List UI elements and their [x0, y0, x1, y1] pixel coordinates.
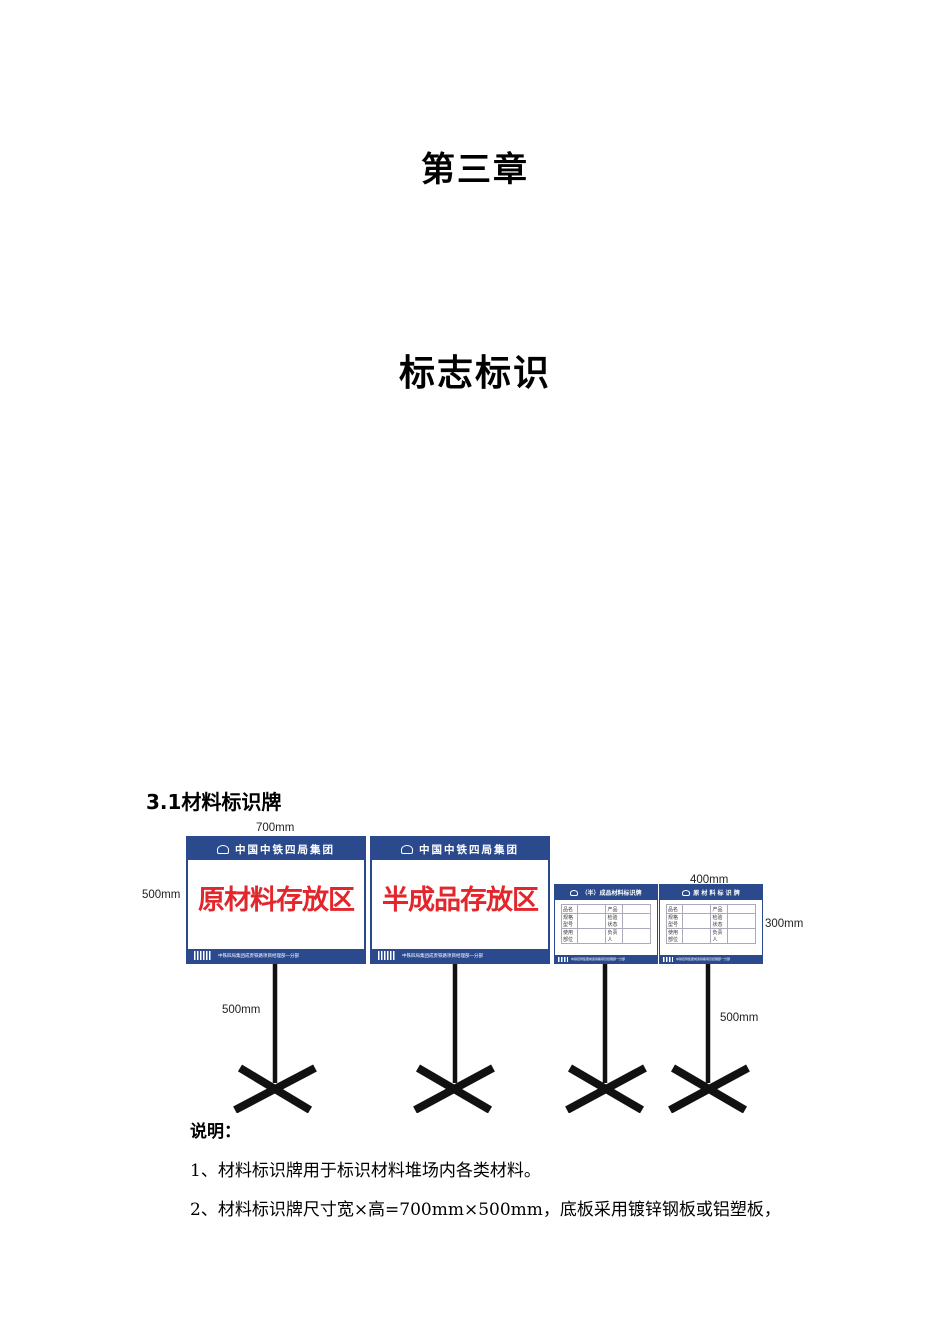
form-value	[682, 904, 712, 914]
form-label: 负责人	[605, 928, 623, 944]
dimension-width-400: 400mm	[690, 874, 729, 886]
form-value	[726, 913, 756, 929]
form-value	[726, 928, 756, 944]
sign-semi-finished-material-card: （半）成品材料标识牌 品名 产品 规格型号 检验状态 使用部位 负责人 中铁四局集团成…	[554, 884, 658, 964]
form-label: 产品	[605, 904, 623, 914]
dimension-pole-500-right: 500mm	[720, 1012, 759, 1024]
dimension-height-300: 300mm	[765, 918, 804, 930]
stripes-icon	[378, 951, 396, 960]
sign-figure: 700mm 500mm 500mm 400mm 300mm 500mm 中国中铁…	[140, 818, 820, 1113]
sign-footer-text: 中铁四局集团成贵铁路项目经理部一分部	[402, 953, 483, 959]
sign-footer: 中铁四局集团成贵铁路项目经理部一分部	[555, 955, 657, 963]
sign-main-text: 原材料存放区	[198, 885, 355, 916]
section-heading: 3.1材料标识牌	[146, 790, 282, 814]
dimension-pole-500-left: 500mm	[222, 1004, 261, 1016]
sign-footer-text: 中铁四局集团成贵铁路项目经理部一分部	[218, 953, 299, 959]
form-label: 产品	[710, 904, 728, 914]
form-label: 品名	[665, 904, 684, 914]
form-label: 负责人	[710, 928, 728, 944]
form-label: 规格型号	[665, 913, 684, 929]
sign-form: 品名 产品 规格型号 检验状态 使用部位 负责人	[660, 900, 762, 944]
dimension-height-500: 500mm	[142, 889, 181, 901]
sign-footer: 中铁四局集团成贵铁路项目经理部一分部	[660, 955, 762, 963]
sign-footer-text: 中铁四局集团成贵铁路项目经理部一分部	[676, 957, 731, 961]
sign-header-text: 原 材 料 标 识 牌	[693, 890, 740, 897]
company-logo-icon	[217, 844, 229, 854]
form-label: 品名	[560, 904, 579, 914]
note-item: 1、材料标识牌用于标识材料堆场内各类材料。	[190, 1161, 541, 1181]
sign-header-text: （半）成品材料标识牌	[581, 890, 642, 897]
sign-header: 中国中铁四局集团	[188, 838, 364, 860]
sign-header: 中国中铁四局集团	[372, 838, 548, 860]
sign-raw-material-area: 中国中铁四局集团 原材料存放区 中铁四局集团成贵铁路项目经理部一分部	[186, 836, 366, 964]
form-label: 使用部位	[560, 928, 579, 944]
sign-footer: 中铁四局集团成贵铁路项目经理部一分部	[188, 949, 364, 962]
form-label: 规格型号	[560, 913, 579, 929]
sign-form: 品名 产品 规格型号 检验状态 使用部位 负责人	[555, 900, 657, 944]
company-logo-icon	[401, 844, 413, 854]
stripes-icon	[558, 956, 568, 962]
form-value	[621, 928, 651, 944]
form-label: 使用部位	[665, 928, 684, 944]
form-value	[577, 913, 607, 929]
form-value	[621, 904, 651, 914]
form-label: 检验状态	[710, 913, 728, 929]
sign-header-text: 中国中铁四局集团	[235, 843, 335, 856]
form-value	[726, 904, 756, 914]
form-value	[577, 904, 607, 914]
form-value	[621, 913, 651, 929]
note-item: 2、材料标识牌尺寸宽×高=700mm×500mm，底板采用镀锌钢板或铝塑板，	[190, 1200, 781, 1220]
sign-raw-material-card: 原 材 料 标 识 牌 品名 产品 规格型号 检验状态 使用部位 负责人 中铁四局集团…	[659, 884, 763, 964]
dimension-width-700: 700mm	[256, 822, 295, 834]
sign-stands	[233, 963, 750, 1113]
page-title: 标志标识	[398, 353, 551, 394]
sign-semi-finished-area: 中国中铁四局集团 半成品存放区 中铁四局集团成贵铁路项目经理部一分部	[370, 836, 550, 964]
sign-header: 原 材 料 标 识 牌	[660, 885, 762, 900]
stripes-icon	[663, 956, 673, 962]
chapter-heading: 第三章	[421, 150, 529, 190]
form-value	[682, 928, 712, 944]
form-value	[682, 913, 712, 929]
sign-main-text: 半成品存放区	[382, 885, 539, 916]
sign-header-text: 中国中铁四局集团	[419, 843, 519, 856]
company-logo-icon	[570, 889, 579, 896]
stripes-icon	[194, 951, 212, 960]
sign-footer: 中铁四局集团成贵铁路项目经理部一分部	[372, 949, 548, 962]
sign-footer-text: 中铁四局集团成贵铁路项目经理部一分部	[571, 957, 626, 961]
form-value	[577, 928, 607, 944]
form-label: 检验状态	[605, 913, 623, 929]
sign-header: （半）成品材料标识牌	[555, 885, 657, 900]
company-logo-icon	[682, 889, 691, 896]
notes-heading: 说明：	[190, 1122, 241, 1142]
